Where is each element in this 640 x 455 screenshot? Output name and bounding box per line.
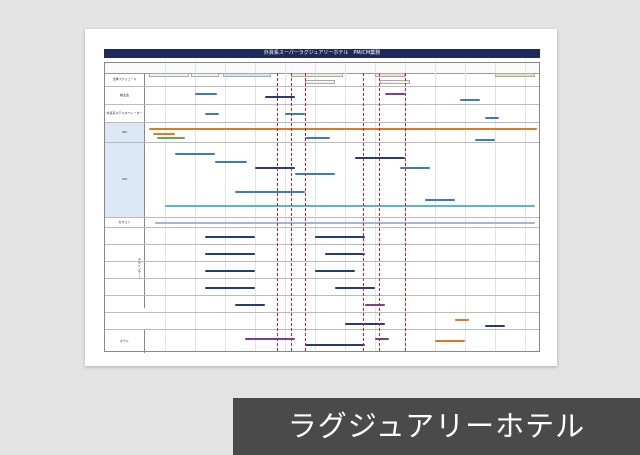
milestone-line xyxy=(405,73,406,351)
task-bar xyxy=(215,161,247,163)
task-bar xyxy=(365,304,385,306)
row-pm: PM xyxy=(105,123,539,143)
task-bar xyxy=(385,93,405,95)
task-bar xyxy=(205,253,255,255)
document-title: 外資系スーパーラグジュアリーホテル PM/CM業務 xyxy=(104,49,540,58)
phase-box xyxy=(149,73,189,77)
milestone-line xyxy=(277,73,278,351)
grid-line xyxy=(465,63,466,351)
row-hotel: ホテル xyxy=(105,330,539,353)
grid-line xyxy=(435,63,436,351)
grid-line xyxy=(315,63,316,351)
caption-banner: ラグジュアリーホテル xyxy=(233,398,640,455)
row-general-contractor: ゼネコン xyxy=(105,218,539,228)
task-bar xyxy=(305,137,330,139)
milestone-line xyxy=(363,73,364,351)
task-bar xyxy=(205,287,255,289)
grid-line xyxy=(195,63,196,351)
row-consultants xyxy=(105,296,539,313)
task-bar xyxy=(265,96,295,98)
task-bar xyxy=(455,319,469,321)
task-bar xyxy=(205,113,219,115)
task-bar xyxy=(235,191,305,193)
task-bar xyxy=(475,139,495,141)
task-bar xyxy=(315,270,355,272)
task-bar xyxy=(295,173,335,175)
row-lobby-design xyxy=(105,245,539,262)
row-label: 株主会 xyxy=(105,87,145,104)
milestone-line xyxy=(305,73,306,351)
phase-box xyxy=(380,80,410,84)
design-team-group-label: デザインチーム xyxy=(135,228,145,308)
task-bar xyxy=(485,117,499,119)
row-label: ホテル xyxy=(105,330,145,353)
grid-line xyxy=(255,63,256,351)
task-bar xyxy=(425,199,455,201)
row-overall-schedule: 全体スケジュール xyxy=(105,73,539,87)
task-bar xyxy=(157,137,185,139)
task-bar xyxy=(165,205,535,207)
task-bar xyxy=(205,236,255,238)
task-bar xyxy=(325,253,365,255)
grid-line xyxy=(375,63,376,351)
grid-line xyxy=(285,63,286,351)
grid-line xyxy=(225,63,226,351)
task-bar xyxy=(315,236,365,238)
row-lighting-design xyxy=(105,262,539,279)
milestone-line xyxy=(291,73,292,351)
task-bar xyxy=(155,222,535,224)
phase-box xyxy=(223,73,271,77)
task-bar xyxy=(305,344,365,346)
task-bar xyxy=(460,99,480,101)
task-bar xyxy=(149,128,537,130)
task-bar xyxy=(355,157,405,159)
task-bar xyxy=(175,153,215,155)
row-interior-design xyxy=(105,228,539,245)
row-hotel-operator: 外資系ホテルオペレーター xyxy=(105,105,539,123)
phase-box xyxy=(375,73,405,77)
row-label: 外資系ホテルオペレーター xyxy=(105,105,145,122)
row-cm: CM xyxy=(105,143,539,218)
task-bar xyxy=(153,133,175,135)
row-label: ゼネコン xyxy=(105,218,145,227)
row-ffe xyxy=(105,313,539,330)
phase-box xyxy=(291,73,343,77)
grid-line xyxy=(165,63,166,351)
task-bar xyxy=(485,325,505,327)
row-shareholders: 株主会 xyxy=(105,87,539,105)
milestone-line xyxy=(379,73,380,351)
schedule-sheet: 外資系スーパーラグジュアリーホテル PM/CM業務 全体スケジュール xyxy=(85,29,557,366)
task-bar xyxy=(345,323,385,325)
task-bar xyxy=(335,287,375,289)
task-bar xyxy=(400,167,430,169)
row-label: PM xyxy=(105,123,145,142)
task-bar xyxy=(245,338,295,340)
task-bar xyxy=(235,304,265,306)
task-bar xyxy=(375,338,389,340)
grid-line xyxy=(495,63,496,351)
grid-line xyxy=(345,63,346,351)
phase-box xyxy=(495,73,535,77)
task-bar xyxy=(435,340,465,342)
task-bar xyxy=(205,270,255,272)
grid-line xyxy=(525,63,526,351)
phase-box xyxy=(305,80,335,84)
row-label: 全体スケジュール xyxy=(105,73,145,86)
phase-box xyxy=(191,73,219,77)
task-bar xyxy=(255,167,295,169)
task-bar xyxy=(285,113,305,115)
row-landscape-design xyxy=(105,279,539,296)
task-bar xyxy=(195,93,217,95)
row-label: CM xyxy=(105,143,145,217)
gantt-chart: 全体スケジュール 株主会 外資系ホテルオペレーター PM xyxy=(104,62,540,353)
